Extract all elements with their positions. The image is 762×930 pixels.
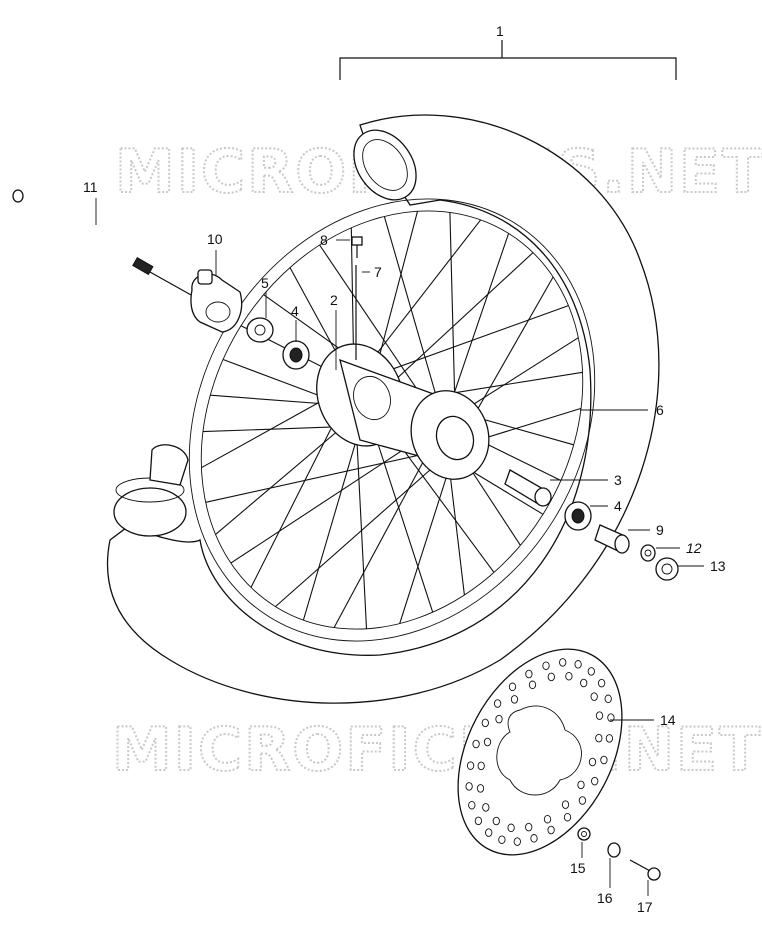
disc-hole bbox=[600, 755, 608, 765]
spacer-3 bbox=[504, 469, 552, 507]
disc-hole bbox=[492, 816, 500, 826]
disc-hole bbox=[530, 834, 538, 843]
disc-hole bbox=[607, 713, 615, 722]
disc-hole bbox=[578, 796, 587, 805]
lock-plate-16 bbox=[607, 842, 621, 858]
callout-4a: 4 bbox=[614, 498, 622, 514]
bracket-part-1 bbox=[339, 40, 677, 80]
disc-hole bbox=[465, 782, 473, 791]
disc-hole bbox=[547, 825, 555, 835]
disc-hole bbox=[595, 733, 603, 743]
tire bbox=[106, 114, 660, 704]
callout-12: 12 bbox=[686, 540, 702, 556]
speedo-gearbox-10 bbox=[190, 269, 243, 333]
spoke bbox=[275, 446, 457, 608]
washer-12 bbox=[640, 544, 656, 562]
callout-9: 9 bbox=[656, 522, 664, 538]
callout-2: 2 bbox=[330, 292, 338, 308]
watermark-bottom: MICROFICHES.NET bbox=[112, 715, 762, 785]
callout-7: 7 bbox=[374, 264, 382, 280]
disc-hole bbox=[542, 661, 550, 670]
grease-nipple-8 bbox=[351, 236, 363, 258]
callout-6: 6 bbox=[656, 402, 664, 418]
disc-hole bbox=[577, 780, 585, 790]
leader-lines bbox=[95, 198, 704, 896]
disc-hole bbox=[474, 816, 483, 826]
spoke bbox=[205, 446, 457, 503]
disc-hole bbox=[493, 699, 502, 708]
washer-15 bbox=[577, 827, 591, 841]
disc-hole bbox=[495, 714, 503, 724]
callout-16: 16 bbox=[597, 890, 613, 906]
callout-17: 17 bbox=[637, 899, 653, 915]
disc-hole bbox=[595, 711, 604, 720]
disc-hole bbox=[472, 739, 480, 749]
disc-hole bbox=[580, 678, 588, 688]
bolt-17 bbox=[629, 859, 661, 881]
callout-15: 15 bbox=[570, 860, 586, 876]
disc-hole bbox=[597, 678, 606, 688]
callouts: 1 2 3 4 4 5 6 7 8 9 10 11 12 13 14 15 16… bbox=[83, 23, 726, 915]
callout-13: 13 bbox=[710, 558, 726, 574]
disc-hole bbox=[605, 734, 614, 743]
disc-hole bbox=[604, 694, 612, 704]
callout-11: 11 bbox=[83, 179, 98, 195]
disc-hole bbox=[513, 837, 521, 846]
disc-hole bbox=[482, 803, 490, 812]
disc-hole bbox=[591, 776, 599, 786]
disc-hole bbox=[481, 718, 489, 728]
callout-8: 8 bbox=[320, 232, 328, 248]
disc-hole bbox=[547, 672, 555, 682]
disc-hole bbox=[510, 695, 519, 704]
nut-13 bbox=[655, 557, 679, 581]
hub bbox=[316, 343, 490, 480]
disc-hole bbox=[590, 692, 598, 701]
disc-hole bbox=[483, 737, 492, 747]
spoke bbox=[383, 216, 445, 424]
disc-hole bbox=[574, 660, 582, 669]
disc-hole bbox=[476, 784, 485, 793]
disc-hole bbox=[468, 800, 476, 810]
spacer-5 bbox=[246, 317, 274, 343]
disc-hole bbox=[477, 761, 485, 771]
disc-hole bbox=[525, 822, 533, 832]
disc-hole bbox=[508, 682, 517, 692]
disc-hole bbox=[559, 658, 567, 667]
bearing-4-right bbox=[564, 501, 592, 531]
disc-hole bbox=[563, 812, 572, 822]
bearing-4-left bbox=[282, 340, 310, 370]
disc-hole bbox=[498, 835, 506, 844]
callout-3: 3 bbox=[614, 472, 622, 488]
callout-10: 10 bbox=[207, 231, 223, 247]
disc-hole bbox=[466, 761, 475, 770]
disc-hole bbox=[565, 671, 573, 681]
callout-1: 1 bbox=[496, 23, 504, 39]
callout-4b: 4 bbox=[291, 303, 299, 319]
disc-hole bbox=[588, 757, 597, 767]
collar-9 bbox=[594, 524, 630, 554]
disc-hole bbox=[561, 800, 570, 809]
disc-hole bbox=[507, 823, 515, 833]
brake-disc-14 bbox=[457, 648, 623, 856]
disc-hole bbox=[543, 814, 552, 824]
disc-hole bbox=[485, 828, 493, 837]
disc-hole bbox=[587, 667, 595, 676]
callout-14: 14 bbox=[660, 712, 676, 728]
callout-5: 5 bbox=[261, 275, 269, 291]
disc-hole bbox=[528, 680, 537, 690]
disc-hole bbox=[525, 669, 533, 679]
